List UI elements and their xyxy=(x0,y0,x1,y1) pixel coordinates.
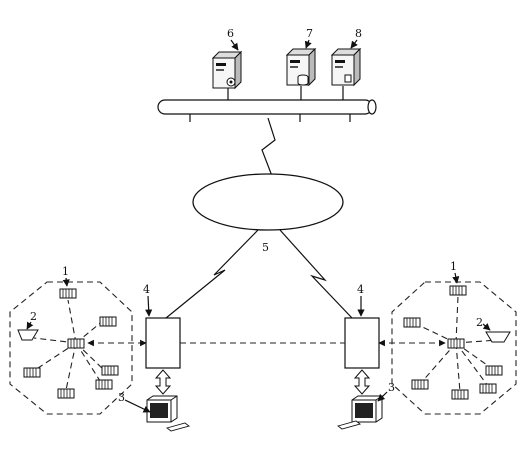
sensor-node xyxy=(95,379,113,390)
sensor-node xyxy=(479,383,497,394)
sensor-node xyxy=(403,317,421,328)
gateway-right xyxy=(344,317,380,369)
sensor-node xyxy=(57,388,75,399)
wireless-link-cloud-right xyxy=(279,229,353,319)
label-server-6: 6 xyxy=(227,27,234,40)
sensor-node xyxy=(23,367,41,378)
sensor-cluster-left xyxy=(9,281,147,415)
server-6 xyxy=(212,51,242,89)
label-gateway-left: 4 xyxy=(143,283,150,296)
sensor-cluster-right xyxy=(378,281,517,415)
user-terminal-right xyxy=(336,395,383,430)
label-server-7: 7 xyxy=(306,27,313,40)
label-gateway-right: 4 xyxy=(357,283,364,296)
wireless-link-cloud-left xyxy=(165,229,259,319)
sensor-node xyxy=(411,379,429,390)
sensor-node xyxy=(485,365,503,376)
sensor-node xyxy=(59,288,77,299)
sensor-node xyxy=(451,389,469,400)
sensor-node xyxy=(99,316,117,327)
bidirectional-arrow-left xyxy=(154,369,172,395)
sink-node xyxy=(485,331,511,343)
sensor-node xyxy=(67,338,85,349)
label-sink-left: 2 xyxy=(30,310,37,323)
sensor-node xyxy=(101,365,119,376)
bidirectional-arrow-right xyxy=(353,369,371,395)
sensor-node xyxy=(449,285,467,296)
label-sink-right: 2 xyxy=(476,316,483,329)
server-8 xyxy=(331,48,361,86)
wireless-link-bus-cloud xyxy=(261,117,276,177)
user-terminal-left xyxy=(146,395,191,432)
sink-node xyxy=(17,329,39,341)
network-cloud xyxy=(192,173,344,231)
server-7 xyxy=(286,48,316,86)
server-bus xyxy=(157,86,377,122)
sensor-node xyxy=(447,338,465,349)
gateway-left xyxy=(145,317,181,369)
label-sensor-right: 1 xyxy=(450,260,457,273)
label-sensor-left: 1 xyxy=(62,265,69,278)
label-network: 5 xyxy=(262,241,269,254)
label-server-8: 8 xyxy=(355,27,362,40)
label-terminal-left: 3 xyxy=(118,391,125,404)
label-terminal-right: 3 xyxy=(388,381,395,394)
